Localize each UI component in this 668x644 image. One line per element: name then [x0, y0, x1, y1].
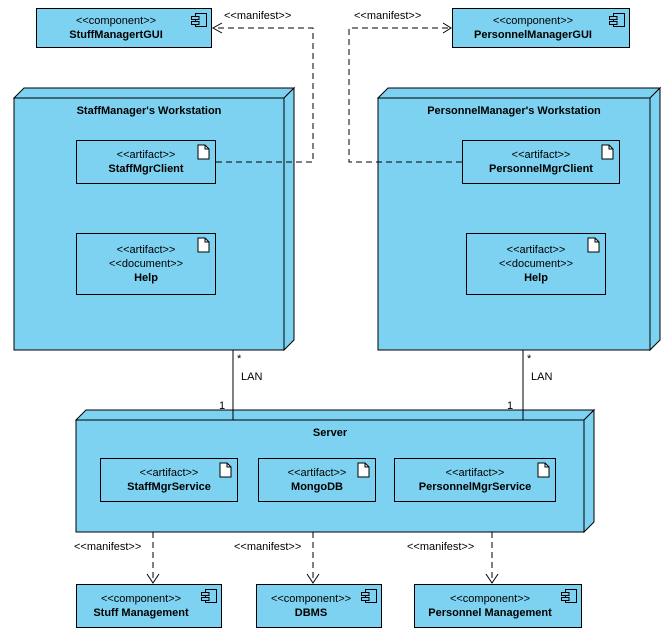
- component-name: StuffManagertGUI: [69, 29, 163, 41]
- manifest-label-bottom-middle: <<manifest>>: [234, 541, 302, 553]
- node-staff-workstation[interactable]: [12, 86, 296, 352]
- artifact-help-personnel[interactable]: <<artifact>> <<document>> Help: [466, 233, 606, 295]
- node-title-server: Server: [312, 427, 348, 439]
- stereotype-label: <<artifact>>: [116, 149, 176, 161]
- component-icon: [201, 589, 217, 603]
- stereotype-label: <<document>>: [498, 258, 573, 270]
- stereotype-label: <<artifact>>: [445, 467, 505, 479]
- stereotype-label: <<component>>: [492, 15, 574, 27]
- component-icon: [191, 13, 207, 27]
- multiplicity-star-personnel: *: [527, 353, 532, 365]
- component-icon: [561, 589, 577, 603]
- stereotype-label: <<artifact>>: [511, 149, 571, 161]
- multiplicity-star-staff: *: [237, 353, 242, 365]
- artifact-name: MongoDB: [291, 481, 343, 493]
- artifact-icon: [587, 237, 600, 253]
- component-dbms[interactable]: <<component>> DBMS: [256, 584, 382, 628]
- stereotype-label: <<artifact>>: [506, 244, 566, 256]
- manifest-connector-staff-mgr-service[interactable]: [146, 532, 160, 584]
- manifest-label-bottom-left: <<manifest>>: [74, 541, 142, 553]
- stereotype-label: <<artifact>>: [139, 467, 199, 479]
- stereotype-label: <<component>>: [449, 593, 531, 605]
- component-stuff-manager-gui[interactable]: <<component>> StuffManagertGUI: [36, 8, 212, 48]
- manifest-connector-mongodb[interactable]: [306, 532, 320, 584]
- manifest-connector-personnel-mgr-service[interactable]: [485, 532, 499, 584]
- lan-label-staff: LAN: [241, 371, 263, 383]
- artifact-help-staff[interactable]: <<artifact>> <<document>> Help: [76, 233, 216, 295]
- artifact-personnel-mgr-service[interactable]: <<artifact>> PersonnelMgrService: [394, 458, 556, 502]
- artifact-icon: [219, 462, 232, 478]
- component-personnel-manager-gui[interactable]: <<component>> PersonnelManagerGUI: [452, 8, 630, 48]
- artifact-staff-mgr-client[interactable]: <<artifact>> StaffMgrClient: [76, 140, 216, 184]
- manifest-connector-staff-mgr-client[interactable]: [211, 22, 314, 163]
- stereotype-label: <<document>>: [108, 258, 183, 270]
- artifact-name: Help: [524, 272, 548, 284]
- multiplicity-one-staff: 1: [219, 400, 226, 412]
- artifact-name: Help: [134, 272, 158, 284]
- component-stuff-management[interactable]: <<component>> Stuff Management: [76, 584, 222, 628]
- component-name: Stuff Management: [93, 607, 189, 619]
- component-name: DBMS: [294, 607, 328, 619]
- artifact-icon: [601, 144, 614, 160]
- manifest-label-bottom-right: <<manifest>>: [407, 541, 475, 553]
- artifact-name: PersonnelMgrService: [418, 481, 532, 493]
- node-personnel-workstation[interactable]: [376, 86, 662, 352]
- component-icon: [361, 589, 377, 603]
- lan-label-personnel: LAN: [531, 371, 553, 383]
- artifact-name: PersonnelMgrClient: [489, 163, 593, 175]
- artifact-mongodb[interactable]: <<artifact>> MongoDB: [258, 458, 376, 502]
- stereotype-label: <<component>>: [270, 593, 352, 605]
- artifact-personnel-mgr-client[interactable]: <<artifact>> PersonnelMgrClient: [462, 140, 620, 184]
- artifact-name: StaffMgrService: [127, 481, 211, 493]
- stereotype-label: <<component>>: [75, 15, 157, 27]
- stereotype-label: <<artifact>>: [116, 244, 176, 256]
- artifact-icon: [537, 462, 550, 478]
- component-name: PersonnelManagerGUI: [474, 29, 592, 41]
- node-title-staff-workstation: StaffManager's Workstation: [76, 105, 222, 117]
- component-personnel-management[interactable]: <<component>> Personnel Management: [414, 584, 582, 628]
- artifact-staff-mgr-service[interactable]: <<artifact>> StaffMgrService: [100, 458, 238, 502]
- node-title-personnel-workstation: PersonnelManager's Workstation: [427, 105, 601, 117]
- multiplicity-one-personnel: 1: [507, 400, 514, 412]
- artifact-icon: [357, 462, 370, 478]
- manifest-connector-personnel-mgr-client[interactable]: [348, 22, 462, 163]
- stereotype-label: <<artifact>>: [287, 467, 347, 479]
- component-name: Personnel Management: [428, 607, 552, 619]
- artifact-icon: [197, 237, 210, 253]
- component-icon: [609, 13, 625, 27]
- artifact-icon: [197, 144, 210, 160]
- stereotype-label: <<component>>: [100, 593, 182, 605]
- artifact-name: StaffMgrClient: [108, 163, 184, 175]
- manifest-label-top-right: <<manifest>>: [354, 10, 422, 22]
- manifest-label-top-left: <<manifest>>: [224, 10, 292, 22]
